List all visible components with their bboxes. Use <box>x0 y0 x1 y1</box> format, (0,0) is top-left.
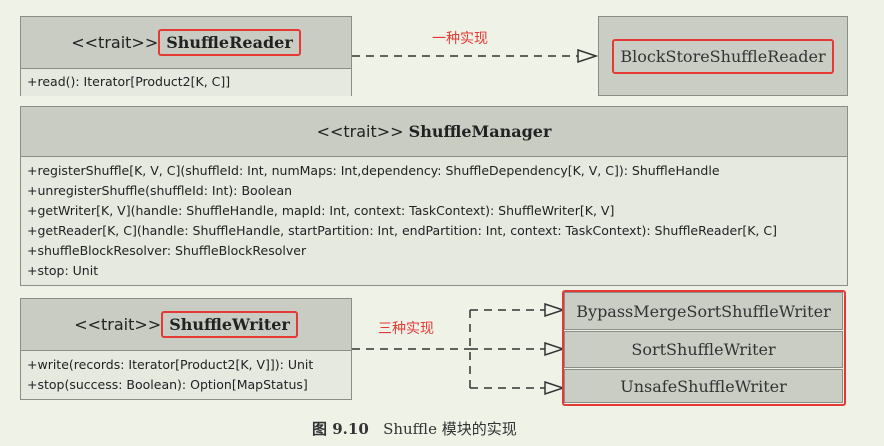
shuffle-writer-box: <<trait>>ShuffleWriter +write(records: I… <box>20 298 352 400</box>
impl-arrow-1 <box>544 302 566 318</box>
block-store-reader-box: BlockStoreShuffleReader <box>598 16 848 96</box>
shuffle-reader-name: ShuffleReader <box>158 29 301 56</box>
shuffle-reader-stereotype: <<trait>> <box>71 33 159 52</box>
writer-impl-name: SortShuffleWriter <box>631 340 776 359</box>
method-line: +read(): Iterator[Product2[K, C]] <box>27 74 231 89</box>
method-line: +shuffleBlockResolver: ShuffleBlockResol… <box>27 243 307 258</box>
method-line: +stop(success: Boolean): Option[MapStatu… <box>27 377 308 392</box>
shuffle-writer-name: ShuffleWriter <box>161 311 298 338</box>
writer-impl-name: UnsafeShuffleWriter <box>620 376 787 396</box>
writer-impl-box: BypassMergeSortShuffleWriter <box>564 292 843 330</box>
writer-impls-group: BypassMergeSortShuffleWriter SortShuffle… <box>562 290 846 406</box>
figure-number: 图 9.10 <box>312 420 369 438</box>
impl-arrow-2 <box>544 341 566 357</box>
reader-impl-arrow <box>577 48 599 64</box>
method-line: +getWriter[K, V](handle: ShuffleHandle, … <box>27 203 615 218</box>
method-line: +getReader[K, C](handle: ShuffleHandle, … <box>27 223 777 238</box>
shuffle-manager-box: <<trait>> ShuffleManager +registerShuffl… <box>20 106 848 286</box>
shuffle-manager-methods: +registerShuffle[K, V, C](shuffleId: Int… <box>21 157 847 285</box>
shuffle-manager-name: ShuffleManager <box>408 122 552 141</box>
writer-impl-box: UnsafeShuffleWriter <box>564 369 843 403</box>
writer-impl-box: SortShuffleWriter <box>564 331 843 368</box>
writer-annotation: 三种实现 <box>378 321 434 337</box>
shuffle-writer-stereotype: <<trait>> <box>74 315 162 334</box>
reader-annotation: 一种实现 <box>432 31 488 47</box>
shuffle-reader-header: <<trait>>ShuffleReader <box>21 17 351 69</box>
shuffle-reader-box: <<trait>>ShuffleReader +read(): Iterator… <box>20 16 352 96</box>
writer-impl-name: BypassMergeSortShuffleWriter <box>576 301 831 321</box>
method-line: +unregisterShuffle(shuffleId: Int): Bool… <box>27 183 293 198</box>
figure-caption: 图 9.10 Shuffle 模块的实现 <box>312 418 517 439</box>
method-line: +stop: Unit <box>27 263 99 278</box>
block-store-reader-name: BlockStoreShuffleReader <box>612 38 834 74</box>
method-line: +write(records: Iterator[Product2[K, V]]… <box>27 357 314 372</box>
method-line: +registerShuffle[K, V, C](shuffleId: Int… <box>27 163 720 178</box>
shuffle-reader-methods: +read(): Iterator[Product2[K, C]] <box>21 69 351 96</box>
figure-title: Shuffle 模块的实现 <box>383 420 517 438</box>
shuffle-manager-header: <<trait>> ShuffleManager <box>21 107 847 157</box>
shuffle-writer-header: <<trait>>ShuffleWriter <box>21 299 351 351</box>
shuffle-manager-stereotype: <<trait>> <box>316 122 404 141</box>
shuffle-writer-methods: +write(records: Iterator[Product2[K, V]]… <box>21 351 351 399</box>
impl-arrow-3 <box>544 380 566 396</box>
